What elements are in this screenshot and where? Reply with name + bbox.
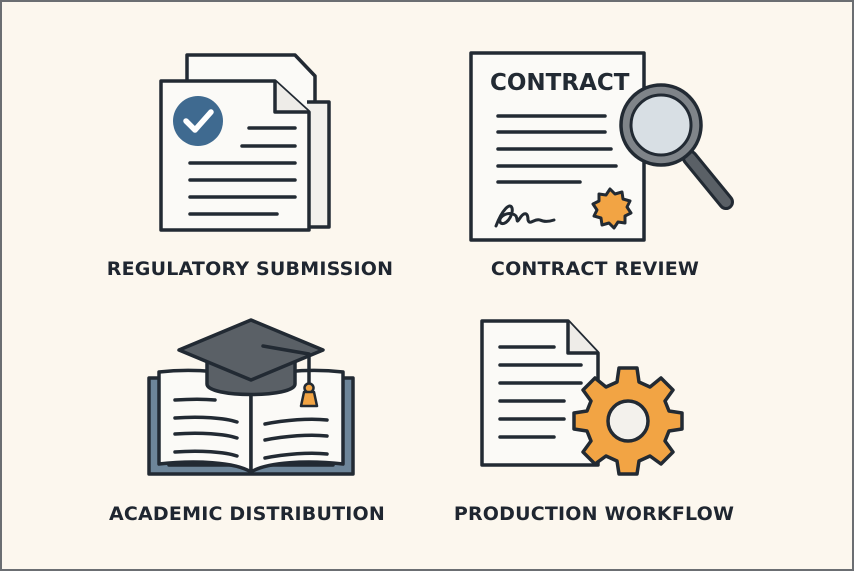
tile-label: ACADEMIC DISTRIBUTION — [108, 503, 386, 525]
book-graduation-cap-icon — [147, 318, 355, 476]
contract-heading: CONTRACT — [490, 70, 630, 96]
contract-magnifier-icon: CONTRACT — [469, 51, 734, 242]
tile-label: PRODUCTION WORKFLOW — [453, 503, 735, 525]
tile-label: CONTRACT REVIEW — [490, 258, 700, 280]
tile-label: REGULATORY SUBMISSION — [106, 258, 394, 280]
documents-check-icon — [159, 53, 331, 232]
document-gear-icon — [480, 319, 684, 476]
